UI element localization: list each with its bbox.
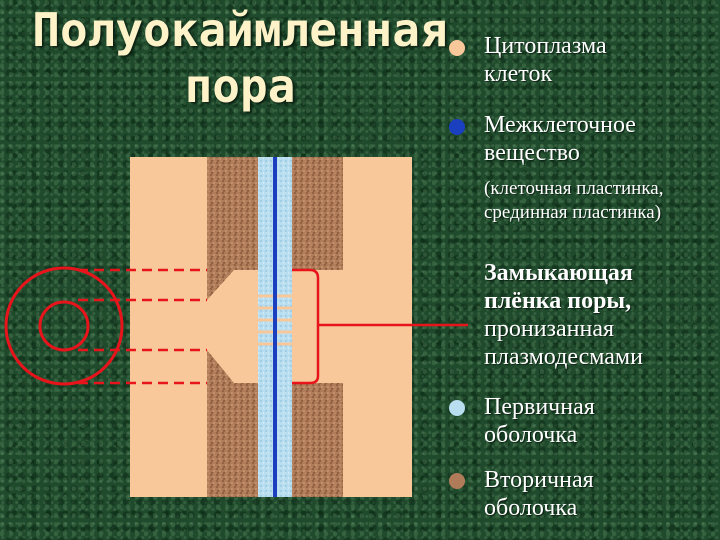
legend-secondary-wall: Вторичная оболочка (484, 466, 594, 522)
legend-intercellular: Межклеточное вещество (484, 111, 636, 167)
cytoplasm-bullet (449, 40, 465, 56)
pore-symbol (6, 268, 122, 384)
secondary-wall-right-lower (292, 383, 343, 497)
legend-primary-wall: Первичная оболочка (484, 393, 595, 449)
primary-wall-bullet (449, 400, 465, 416)
title-line-2: пора (0, 58, 480, 114)
page-title: Полуокаймленная пора (0, 2, 480, 114)
secondary-wall-right-upper (292, 157, 343, 270)
intercellular-bullet (449, 119, 465, 135)
secondary-wall-bullet (449, 473, 465, 489)
middle-lamella (273, 157, 277, 497)
legend-pore-membrane: Замыкающая плёнка поры, пронизанная плаз… (484, 259, 643, 371)
legend-intercellular-note: (клеточная пластинка, срединная пластинк… (484, 177, 663, 225)
legend-cytoplasm: Цитоплазма клеток (484, 32, 607, 88)
title-line-1: Полуокаймленная (0, 2, 480, 58)
